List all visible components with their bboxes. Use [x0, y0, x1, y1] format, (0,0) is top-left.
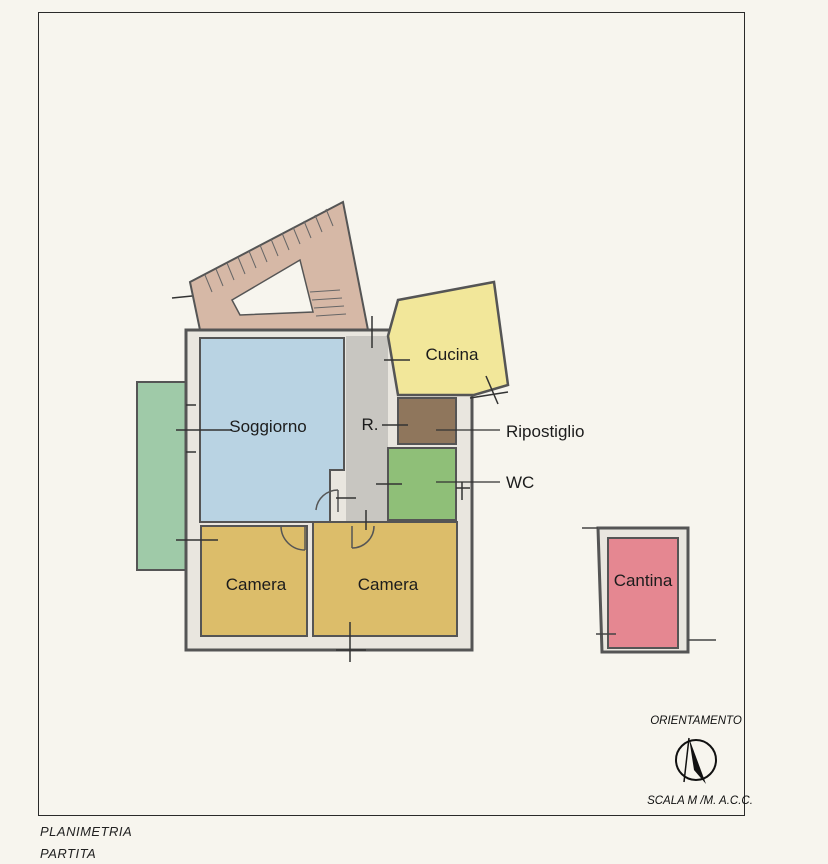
caption-planimetria: PLANIMETRIA: [40, 824, 133, 839]
cantina-block: [582, 526, 716, 654]
label-r: R.: [362, 415, 379, 434]
door-swings: [280, 489, 375, 551]
label-camera-left: Camera: [226, 575, 287, 594]
label-camera-right: Camera: [358, 575, 419, 594]
north-arrow-icon: [675, 737, 717, 784]
balcony: [136, 381, 190, 571]
room-cantina: [607, 537, 679, 649]
callout-leaders: [436, 429, 500, 483]
label-cucina: Cucina: [426, 345, 479, 364]
staircase: [171, 200, 370, 331]
label-soggiorno: Soggiorno: [229, 417, 307, 436]
orientation-block: ORIENTAMENTO SCALA M /M. A.C.C.: [647, 715, 753, 807]
corridor: [346, 336, 388, 522]
room-soggiorno: [199, 337, 345, 523]
room-camera-right: [312, 521, 458, 637]
caption-partita: PARTITA: [40, 846, 97, 861]
scale-text: SCALA M /M. A.C.C.: [647, 795, 753, 807]
room-cucina: [386, 280, 510, 397]
room-ripostiglio: [397, 397, 457, 445]
label-ripostiglio: Ripostiglio: [506, 422, 584, 441]
label-wc: WC: [506, 473, 534, 492]
orientation-title: ORIENTAMENTO: [650, 715, 742, 727]
window-marks: [176, 316, 509, 662]
label-cantina: Cantina: [614, 571, 673, 590]
drawing-frame: [38, 12, 745, 816]
